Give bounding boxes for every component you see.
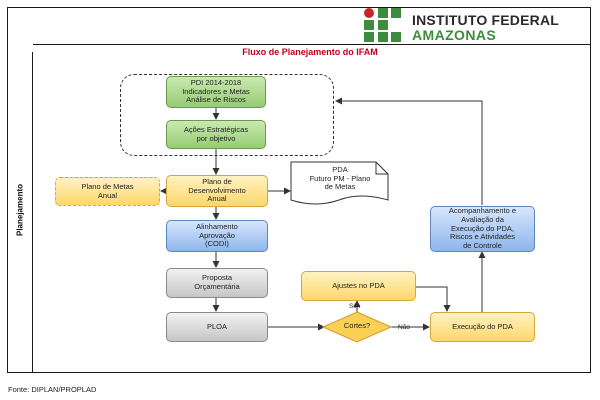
node-proposta-orcamentaria: Proposta Orçamentária [166,268,268,298]
document-shape [290,161,389,205]
logo-subtitle: AMAZONAS [412,27,497,43]
node-execucao-pda: Execução do PDA [430,312,535,342]
decision-diamond [321,311,393,343]
node-ploa: PLOA [166,312,268,342]
edge-label-sim: Sim [349,303,361,310]
decision-label: Cortes? [343,321,371,330]
header-divider [33,44,591,45]
document-label: PDA Futuro PM - Plano de Metas [309,165,371,192]
edge-ajustes-execucao [416,286,451,312]
logo-circle [364,8,374,18]
institute-logo [364,8,401,42]
node-pda: Plano de Desenvolvimento Anual [166,175,268,207]
node-pdi: PDI 2014-2018 Indicadores e Metas Anális… [166,76,266,108]
node-alinhamento: Alinhamento Aprovação (CODI) [166,220,268,252]
logo-name: INSTITUTO FEDERAL [412,12,560,28]
edge-label-nao: Não [398,324,410,331]
swimlane-header [7,52,33,373]
node-ajustes-pda: Ajustes no PDA [301,271,416,301]
node-acoes-estrategicas: Ações Estratégicas por objetivo [166,120,266,149]
node-plano-metas: Plano de Metas Anual [55,177,160,206]
node-acompanhamento: Acompanhamento e Avaliação da Execução d… [430,206,535,252]
source-caption: Fonte: DIPLAN/PROPLAD [8,385,97,394]
edge-acompanhamento-pdi [335,97,483,205]
pdi-group [120,74,334,156]
diagram-title: Fluxo de Planejamento do IFAM [242,47,378,57]
